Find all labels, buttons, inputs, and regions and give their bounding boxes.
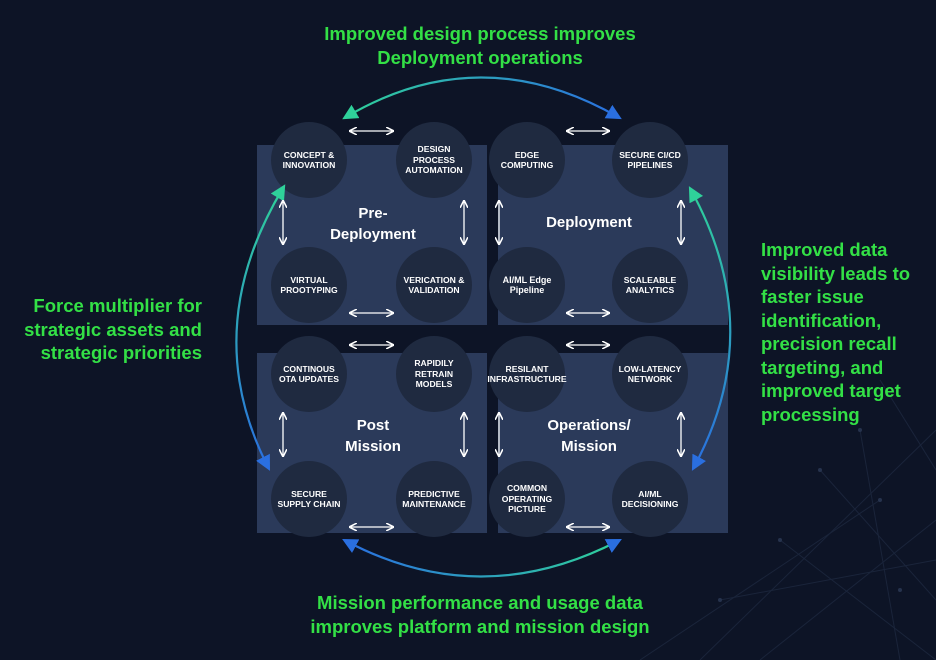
caption-top-line-1: Improved design process improves [324, 23, 636, 44]
node-aiml-decisioning: AI/ML DECISIONING [612, 461, 688, 537]
node-concept-innovation: CONCEPT & INNOVATION [271, 122, 347, 198]
node-common-operating-picture: COMMON OPERATING PICTURE [489, 461, 565, 537]
quadrant-label-deployment: Deployment [546, 214, 632, 231]
node-scaleable-analytics: SCALEABLE ANALYTICS [612, 247, 688, 323]
quadrant-label-pre-deployment: Pre- Deployment [330, 205, 416, 243]
node-secure-supply-chain: SECURE SUPPLY CHAIN [271, 461, 347, 537]
caption-top-line-2: Deployment operations [377, 46, 583, 68]
node-predictive-maintenance: PREDICTIVE MAINTENANCE [396, 461, 472, 537]
node-design-process-automation: DESIGN PROCESS AUTOMATION [396, 122, 472, 198]
node-verification-validation: VERICATION & VALIDATION [396, 247, 472, 323]
node-virtual-prototyping: VIRTUAL PROOTYPING [271, 247, 347, 323]
caption-right: Improved data visibility leads to faster… [761, 239, 911, 425]
node-rapidly-retrain-models: RAPIDILY RETRAIN MODELS [396, 336, 472, 412]
node-secure-cicd-pipelines: SECURE CI/CD PIPELINES [612, 122, 688, 198]
node-resilient-infrastructure: RESILANT INFRASTRUCTURE [487, 336, 567, 412]
node-aiml-edge-pipeline: AI/ML Edge Pipeline [489, 247, 565, 323]
caption-left: Force multiplier for strategic assets an… [24, 295, 202, 363]
caption-top: Improved design process improves Deploym… [250, 22, 710, 69]
node-low-latency-network: LOW-LATENCY NETWORK [612, 336, 688, 412]
quadrant-label-post-mission: Post Mission [345, 417, 401, 455]
caption-bottom: Mission performance and usage data impro… [310, 592, 650, 637]
node-continuous-ota-updates: CONTINOUS OTA UPDATES [271, 336, 347, 412]
quadrant-label-operations: Operations/ Mission [547, 417, 631, 455]
node-edge-computing: EDGE COMPUTING [489, 122, 565, 198]
